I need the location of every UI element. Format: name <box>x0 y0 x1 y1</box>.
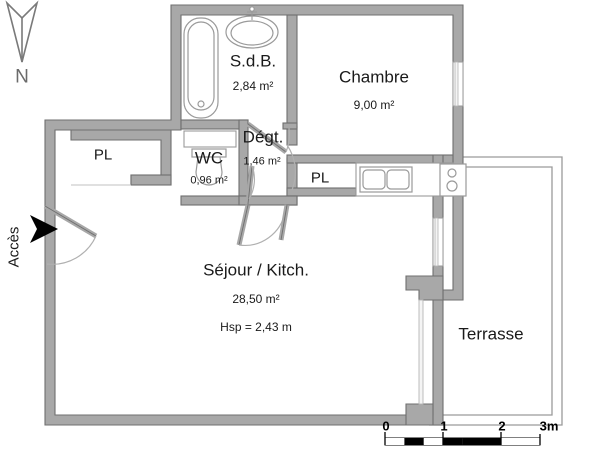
room-label-chambre: Chambre <box>339 67 409 87</box>
room-height-sejour: Hsp = 2,43 m <box>220 320 292 334</box>
access-arrow-icon <box>30 215 58 243</box>
terrace-outline <box>429 156 563 426</box>
room-label-terrasse: Terrasse <box>458 324 524 344</box>
room-label-degt: Dégt. <box>242 127 284 147</box>
access-label: Accès <box>5 226 23 268</box>
scale-bar <box>384 432 541 446</box>
cooktop-fixture <box>439 163 467 197</box>
toilet-fixture <box>191 148 227 186</box>
room-label-wc: WC <box>194 148 224 168</box>
closet-label-left: PL <box>93 146 113 164</box>
bathtub-fixture <box>183 17 219 119</box>
compass-label: N <box>15 66 29 88</box>
kitchen-double-sink-fixture <box>359 166 413 193</box>
washbasin-fixture <box>224 6 284 49</box>
room-label-sejour: Séjour / Kitch. <box>203 260 309 280</box>
window-openings <box>418 61 464 405</box>
door-entry <box>43 203 98 265</box>
north-arrow-icon <box>5 0 39 63</box>
room-area-degt: 1,46 m² <box>243 155 281 168</box>
bathroom-counter <box>183 130 237 148</box>
door-degt-sejour <box>236 204 286 246</box>
room-area-sejour: 28,50 m² <box>232 292 280 306</box>
door-chambre <box>278 144 296 241</box>
room-area-chambre: 9,00 m² <box>353 98 395 112</box>
closet-label-right: PL <box>310 169 330 187</box>
door-wc <box>245 165 256 205</box>
scale-tick-1: 1 <box>440 418 448 434</box>
room-label-sdb: S.d.B. <box>229 51 277 71</box>
scale-tick-3: 3m <box>539 418 559 434</box>
door-sdb <box>246 121 291 155</box>
room-area-sdb: 2,84 m² <box>232 79 274 93</box>
scale-tick-2: 2 <box>498 418 506 434</box>
room-area-wc: 0,96 m² <box>190 174 228 187</box>
scale-tick-0: 0 <box>382 418 390 434</box>
